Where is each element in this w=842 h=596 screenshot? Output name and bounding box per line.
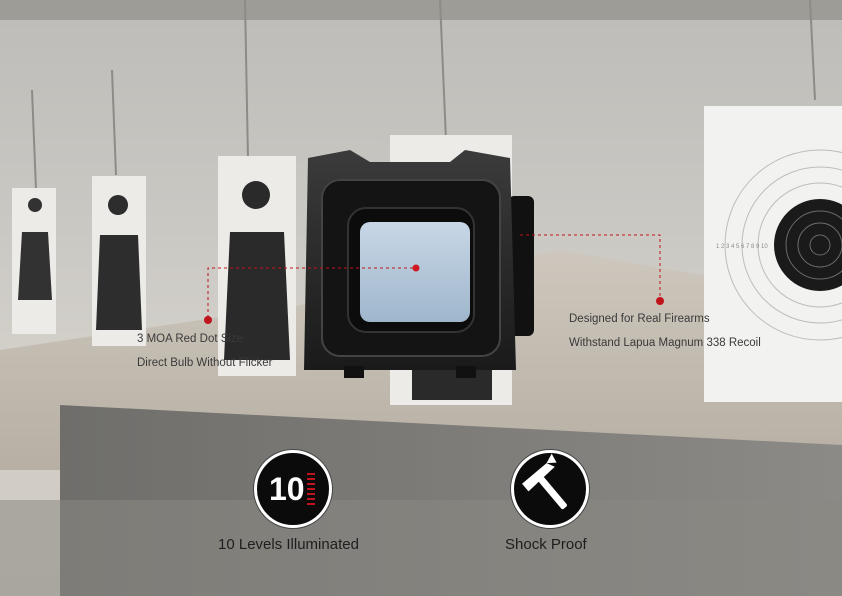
callout-direct-bulb: Direct Bulb Without Flicker (137, 357, 273, 369)
callout-red-dot-size: 3 MOA Red Dot Size (137, 333, 244, 345)
ceiling-beam (0, 0, 842, 20)
red-dot (412, 264, 420, 272)
silhouette-target (92, 176, 146, 346)
target-hangers (31, 0, 816, 191)
ten-levels-badge-text: 10 (269, 471, 305, 507)
bullseye-target: 1 2 3 4 5 6 7 8 9 10 (704, 106, 842, 402)
callout-dot-left (204, 316, 212, 324)
callout-real-firearms: Designed for Real Firearms (569, 313, 710, 325)
silhouette-target (218, 156, 296, 376)
ten-levels-icon: 10 (254, 450, 332, 528)
hammer-icon (511, 450, 589, 528)
callout-dot-right (656, 297, 664, 305)
silhouette-target (12, 188, 56, 334)
target-ring-numbers: 1 2 3 4 5 6 7 8 9 10 (716, 244, 768, 250)
feature-label-levels: 10 Levels Illuminated (218, 536, 359, 553)
callout-recoil: Withstand Lapua Magnum 338 Recoil (569, 337, 761, 349)
side-knob (508, 196, 534, 336)
feature-label-shock: Shock Proof (505, 536, 587, 553)
lens-window (360, 222, 470, 322)
